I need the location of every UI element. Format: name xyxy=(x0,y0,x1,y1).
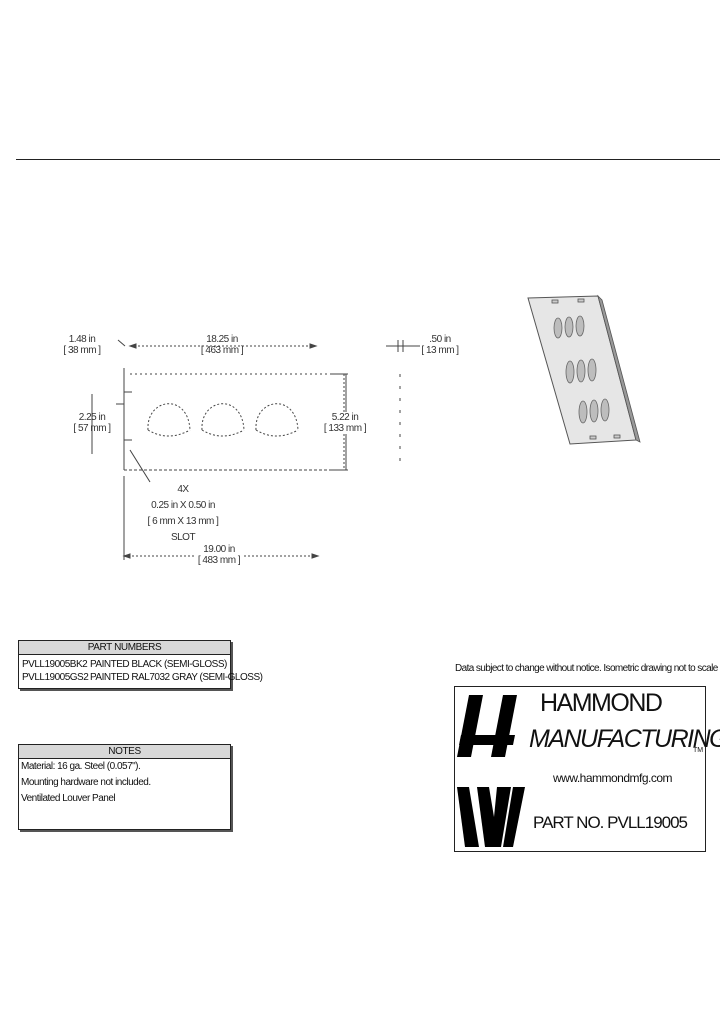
iso-louver-2c xyxy=(587,358,597,382)
thickness-dim: .50 in [ 13 mm ] xyxy=(420,334,460,356)
hammond-logo xyxy=(457,695,525,847)
front-view-drawing xyxy=(91,339,420,560)
slot-callout: 4X 0.25 in X 0.50 in [ 6 mm X 13 mm ] SL… xyxy=(146,482,220,546)
part-numbers-header: PART NUMBERS xyxy=(19,641,230,655)
part-desc-cell: PAINTED RAL7032 GRAY (SEMI-GLOSS) xyxy=(90,672,263,683)
logo-w-stroke1 xyxy=(457,787,479,847)
drawing-border-top xyxy=(16,159,720,160)
thickness-mm: [ 13 mm ] xyxy=(421,345,459,356)
louver-2 xyxy=(201,403,245,431)
company-name-line2: MANUFACTURING xyxy=(529,725,720,753)
iso-slot-3 xyxy=(589,435,597,440)
notes-table: NOTES Material: 16 ga. Steel (0.057"). M… xyxy=(18,744,231,830)
slot-size-in: 0.25 in X 0.50 in xyxy=(151,500,215,511)
left-flange-tick xyxy=(117,339,126,347)
louver-1-base xyxy=(147,429,191,437)
part-number-label: PART NO. PVLL19005 xyxy=(533,813,688,833)
hole-height-dim: 2.25 in [ 57 mm ] xyxy=(72,412,112,434)
part-number-cell: PVLL19005BK2 xyxy=(22,659,88,670)
notes-header: NOTES xyxy=(19,745,230,759)
trademark-mark: TM xyxy=(693,747,704,754)
panel-height-in: 5.22 in xyxy=(331,412,359,423)
iso-slot-1 xyxy=(551,299,559,304)
width-dim-arrow-left xyxy=(128,343,137,349)
panel-height-mm: [ 133 mm ] xyxy=(323,423,367,434)
iso-louver-2b xyxy=(576,359,586,383)
logo-h-left xyxy=(457,695,483,757)
hole-height-mm: [ 57 mm ] xyxy=(73,423,111,434)
total-width-in: 19.00 in xyxy=(203,544,235,555)
logo-h-bar xyxy=(459,735,515,745)
isometric-view xyxy=(527,294,641,445)
width-dim: 18.25 in [ 463 mm ] xyxy=(190,334,254,356)
iso-louver-3c xyxy=(600,398,610,422)
left-flange-dim: 1.48 in [ 38 mm ] xyxy=(62,334,102,356)
iso-louver-1c xyxy=(575,315,585,337)
iso-panel-edge xyxy=(597,294,641,443)
thickness-in: .50 in xyxy=(429,334,451,345)
iso-louver-3a xyxy=(578,400,588,424)
total-width-arrow-left xyxy=(122,553,131,559)
disclaimer-text: Data subject to change without notice. I… xyxy=(455,663,718,674)
louver-3-base xyxy=(255,429,299,437)
company-name-line1: HAMMOND xyxy=(540,689,663,717)
louver-2-base xyxy=(201,429,245,437)
slot-label: SLOT xyxy=(170,532,196,543)
iso-louver-3b xyxy=(589,399,599,423)
note-line: Ventilated Louver Panel xyxy=(21,793,116,804)
note-line: Mounting hardware not included. xyxy=(21,777,151,788)
iso-slot-4 xyxy=(613,434,621,439)
iso-louver-1b xyxy=(564,316,574,338)
iso-louver-1a xyxy=(553,317,563,339)
logo-w-stroke3 xyxy=(491,787,511,847)
part-no-value: PVLL19005 xyxy=(607,813,688,832)
slot-leader xyxy=(129,449,151,483)
note-line: Material: 16 ga. Steel (0.057"). xyxy=(21,761,141,772)
iso-louver-2a xyxy=(565,360,575,384)
width-mm: [ 463 mm ] xyxy=(200,345,244,356)
total-width-arrow-right xyxy=(311,553,320,559)
logo-h-right xyxy=(491,695,517,757)
slot-qty: 4X xyxy=(177,484,189,495)
website-link[interactable]: www.hammondmfg.com xyxy=(553,771,673,785)
louver-1 xyxy=(147,403,191,431)
title-block: HAMMOND MANUFACTURING TM www.hammondmfg.… xyxy=(454,686,720,852)
panel-height-dim: 5.22 in [ 133 mm ] xyxy=(322,412,368,434)
louver-3 xyxy=(255,403,299,431)
total-width-dim: 19.00 in [ 483 mm ] xyxy=(194,544,244,566)
left-flange-mm: [ 38 mm ] xyxy=(63,345,101,356)
logo-w-stroke4 xyxy=(503,787,525,847)
total-width-mm: [ 483 mm ] xyxy=(197,555,241,566)
width-in: 18.25 in xyxy=(206,334,238,345)
part-no-prefix: PART NO. xyxy=(533,813,604,832)
iso-slot-2 xyxy=(577,298,585,303)
part-desc-cell: PAINTED BLACK (SEMI-GLOSS) xyxy=(90,659,227,670)
part-number-cell: PVLL19005GS2 xyxy=(22,672,89,683)
width-dim-arrow-right xyxy=(309,343,318,349)
left-flange-in: 1.48 in xyxy=(68,334,96,345)
hole-height-in: 2.25 in xyxy=(78,412,106,423)
slot-size-mm: [ 6 mm X 13 mm ] xyxy=(147,516,219,527)
